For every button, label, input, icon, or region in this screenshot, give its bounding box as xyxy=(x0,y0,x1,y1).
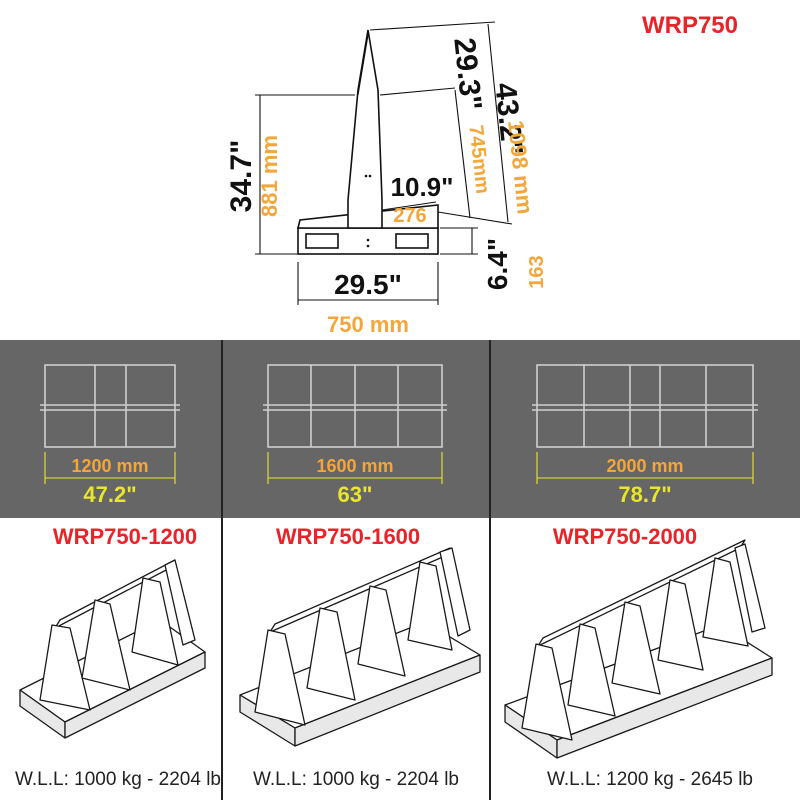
width-inch: 29.5" xyxy=(334,269,402,300)
a-frame-height-inch: 29.3" xyxy=(447,36,487,112)
wll-1600: W.L.L: 1000 kg - 2204 lb xyxy=(253,769,459,790)
top-view-1600 xyxy=(263,364,447,484)
fork-pocket-left xyxy=(305,233,339,249)
rack-height-inch: 34.7" xyxy=(225,140,258,213)
a-frame-height-mm: 745mm xyxy=(464,124,493,195)
variant-name-1600: WRP750-1600 xyxy=(276,524,420,549)
length-inch-1600: 63" xyxy=(338,482,373,507)
total-height-inch: 43.2" xyxy=(488,81,528,157)
top-view-band xyxy=(0,340,800,518)
model-title: WRP750 xyxy=(642,12,738,39)
variant-name-1200: WRP750-1200 xyxy=(53,524,197,549)
side-view-drawing xyxy=(296,29,439,255)
iso-rack-1200 xyxy=(19,559,206,739)
top-view-1200 xyxy=(40,364,180,484)
top-view-2000 xyxy=(532,364,758,484)
fork-pocket-right xyxy=(395,233,429,249)
length-mm-1600: 1600 mm xyxy=(316,456,393,476)
iso-rack-2000 xyxy=(504,539,773,759)
length-mm-2000: 2000 mm xyxy=(606,456,683,476)
rack-height-mm: 881 mm xyxy=(257,135,282,217)
dimension-lines xyxy=(255,21,513,305)
variant-name-2000: WRP750-2000 xyxy=(553,524,697,549)
ledge-mm: 276 xyxy=(393,205,426,227)
length-mm-1200: 1200 mm xyxy=(71,456,148,476)
width-mm: 750 mm xyxy=(327,312,409,337)
a-frame-upright xyxy=(347,29,383,229)
base-height-mm: 163 xyxy=(526,255,548,288)
total-height-mm: 1098 mm xyxy=(503,119,538,215)
base-height-inch: 6.4" xyxy=(482,238,513,290)
wll-2000: W.L.L: 1200 kg - 2645 lb xyxy=(547,769,753,790)
iso-rack-1600 xyxy=(239,547,481,747)
length-inch-1200: 47.2" xyxy=(83,482,136,507)
ledge-inch: 10.9" xyxy=(391,172,454,202)
length-inch-2000: 78.7" xyxy=(618,482,671,507)
wll-1200: W.L.L: 1000 kg - 2204 lb xyxy=(15,769,221,790)
